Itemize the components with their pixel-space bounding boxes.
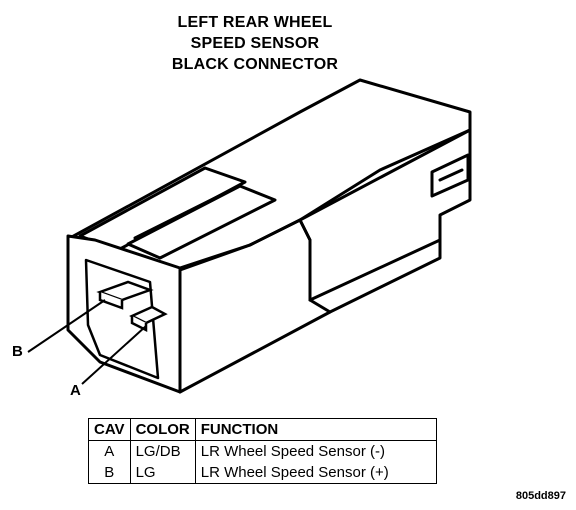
- cell-function: LR Wheel Speed Sensor (-): [194, 440, 437, 462]
- header-function: FUNCTION: [194, 418, 437, 441]
- cell-color: LG/DB: [129, 440, 196, 462]
- cell-cav: A: [88, 440, 131, 462]
- title-line-3: BLACK CONNECTOR: [171, 56, 339, 73]
- callout-b: B: [12, 343, 23, 360]
- figure-id: 805dd897: [515, 490, 566, 502]
- table-row: A LG/DB LR Wheel Speed Sensor (-): [88, 440, 437, 462]
- lower-rail: [308, 238, 442, 314]
- leader-line-a: [81, 325, 147, 385]
- header-color: COLOR: [129, 418, 196, 441]
- table-header-row: CAV COLOR FUNCTION: [88, 418, 437, 441]
- header-cav: CAV: [88, 418, 131, 441]
- cell-color: LG: [129, 462, 196, 484]
- pinout-table: CAV COLOR FUNCTION A LG/DB LR Wheel Spee…: [88, 418, 437, 484]
- title-line-1: LEFT REAR WHEEL: [177, 14, 333, 31]
- cell-function: LR Wheel Speed Sensor (+): [194, 462, 437, 484]
- table-row: B LG LR Wheel Speed Sensor (+): [88, 462, 437, 484]
- terminal-a: [129, 305, 168, 325]
- cell-cav: B: [88, 462, 131, 484]
- diagram-title: LEFT REAR WHEEL SPEED SENSOR BLACK CONNE…: [130, 12, 380, 75]
- callout-a: A: [70, 382, 81, 399]
- leader-line-b: [27, 299, 106, 353]
- title-line-2: SPEED SENSOR: [190, 35, 320, 52]
